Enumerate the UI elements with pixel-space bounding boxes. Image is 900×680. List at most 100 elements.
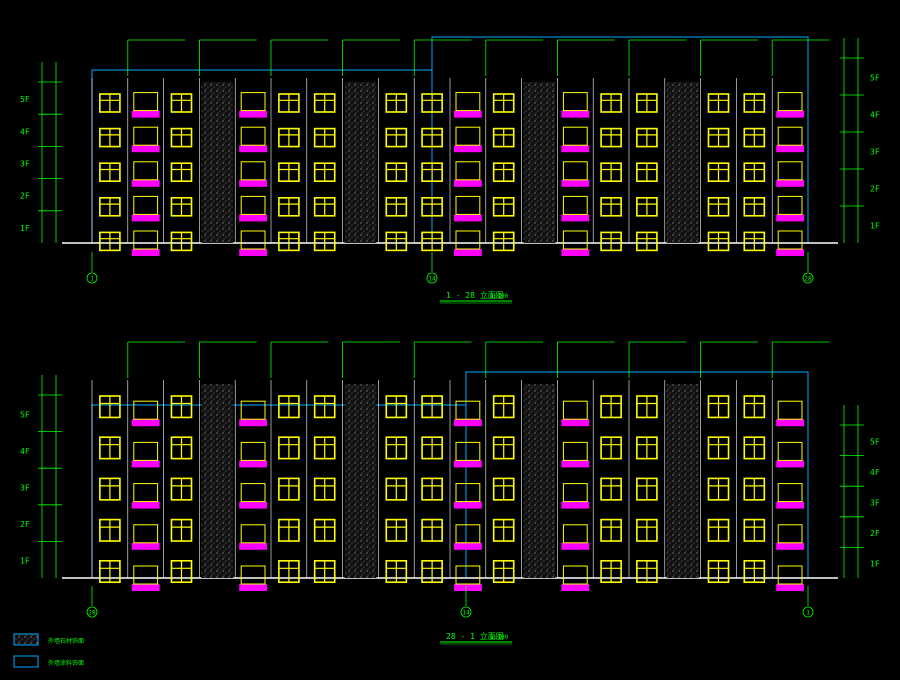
stone-panel: [344, 384, 377, 578]
balcony-rail: [561, 584, 590, 591]
scale-text-bottom: 1:100: [490, 634, 508, 641]
balcony-door: [455, 92, 481, 112]
balcony-door: [777, 441, 803, 461]
balcony-door: [562, 565, 588, 585]
balcony-rail: [561, 179, 590, 187]
axis-label: 1: [806, 610, 810, 617]
balcony-rail: [454, 584, 482, 591]
legend-swatch-paint: [13, 655, 39, 668]
balcony-rail: [776, 110, 804, 118]
axis-bubble: [426, 272, 438, 284]
roof-outline: [431, 36, 809, 244]
floor-label: 4F: [20, 127, 30, 136]
stone-panel: [523, 82, 556, 243]
balcony-door: [777, 524, 803, 544]
balcony-rail: [454, 542, 482, 550]
elevation-title-top: 1 - 28 立面图 1:100: [440, 290, 512, 304]
balcony-door: [562, 126, 588, 146]
floor-label: 1F: [870, 560, 880, 569]
balcony-rail: [776, 145, 804, 153]
floor-label: 5F: [20, 95, 30, 104]
balcony-rail: [561, 110, 590, 118]
balcony-door: [240, 565, 266, 585]
balcony-door: [562, 483, 588, 503]
balcony-door: [455, 195, 481, 215]
axis-bubble: [86, 606, 98, 618]
balcony-door: [133, 565, 159, 585]
balcony-door: [455, 161, 481, 181]
floor-label: 3F: [870, 148, 880, 157]
balcony-door: [133, 400, 159, 420]
balcony-door: [133, 524, 159, 544]
balcony-rail: [131, 542, 160, 550]
elevation-title-bottom: 28 - 1 立面图 1:100: [440, 631, 512, 645]
balcony-door: [562, 161, 588, 181]
balcony-rail: [776, 179, 804, 187]
balcony-rail: [454, 179, 482, 187]
floor-label: 5F: [870, 437, 880, 446]
balcony-rail: [454, 501, 482, 509]
balcony-rail: [561, 501, 590, 509]
balcony-rail: [776, 584, 804, 591]
elevation-bottom-body: [62, 341, 838, 591]
balcony-rail: [454, 419, 482, 427]
balcony-rail: [776, 501, 804, 509]
balcony-rail: [776, 419, 804, 427]
floor-label: 4F: [870, 111, 880, 120]
axis-label: 28: [88, 610, 96, 617]
balcony-rail: [131, 110, 160, 118]
balcony-door: [455, 524, 481, 544]
floor-label: 1F: [20, 224, 30, 233]
balcony-rail: [561, 214, 590, 222]
legend-swatch-stone: [13, 633, 39, 646]
balcony-door: [562, 400, 588, 420]
balcony-door: [240, 230, 266, 250]
balcony-door: [777, 161, 803, 181]
stone-panel: [666, 82, 699, 243]
balcony-door: [777, 400, 803, 420]
balcony-door: [777, 483, 803, 503]
balcony-rail: [239, 214, 267, 222]
balcony-door: [133, 126, 159, 146]
balcony-door: [133, 230, 159, 250]
balcony-door: [240, 161, 266, 181]
balcony-door: [455, 400, 481, 420]
balcony-rail: [776, 542, 804, 550]
balcony-rail: [131, 419, 160, 427]
stone-panel: [201, 82, 234, 243]
balcony-rail: [239, 249, 267, 256]
balcony-rail: [561, 419, 590, 427]
floor-label: 2F: [20, 520, 30, 529]
elevation-top-body: [62, 36, 838, 256]
balcony-rail: [239, 419, 267, 427]
stone-panel: [344, 82, 377, 243]
floor-label: 3F: [20, 484, 30, 493]
balcony-door: [133, 92, 159, 112]
balcony-door: [240, 126, 266, 146]
balcony-rail: [454, 110, 482, 118]
balcony-rail: [131, 249, 160, 256]
balcony-door: [240, 524, 266, 544]
floor-label: 4F: [20, 447, 30, 456]
balcony-door: [562, 230, 588, 250]
balcony-door: [133, 441, 159, 461]
balcony-rail: [454, 145, 482, 153]
balcony-door: [562, 441, 588, 461]
balcony-rail: [561, 145, 590, 153]
balcony-rail: [131, 179, 160, 187]
balcony-door: [455, 483, 481, 503]
balcony-rail: [131, 460, 160, 468]
balcony-rail: [239, 584, 267, 591]
balcony-door: [777, 230, 803, 250]
balcony-rail: [131, 145, 160, 153]
balcony-rail: [239, 460, 267, 468]
floor-label: 5F: [20, 410, 30, 419]
